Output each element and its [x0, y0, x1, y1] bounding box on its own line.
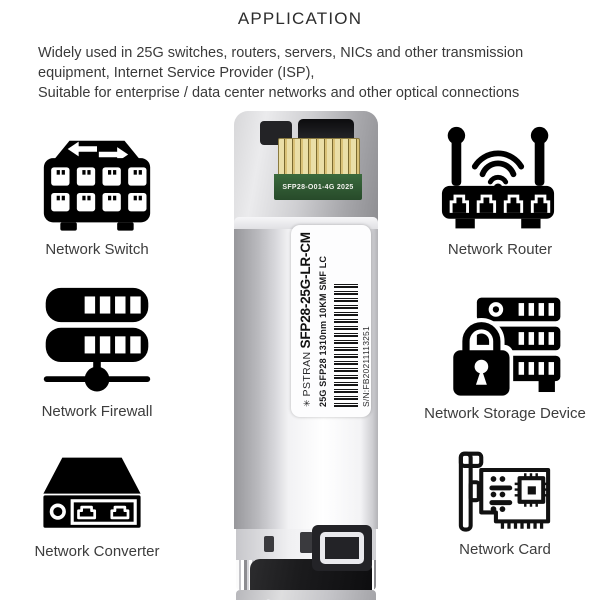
- network-router-icon: [441, 126, 555, 229]
- network-card-label: Network Card: [459, 541, 551, 558]
- transceiver-lower-housing: [236, 590, 376, 600]
- spec-line: 25G SFP28 1310nm 10KM SMF LC: [318, 255, 328, 407]
- description-line: Suitable for enterprise / data center ne…: [38, 85, 520, 101]
- sfp28-transceiver-image: SFP28-O01-4G 2025 ✳ PSTRAN SFP28-25G-LR-…: [234, 111, 378, 600]
- network-switch-icon: [43, 140, 151, 231]
- pcb-marking-text: SFP28-O01-4G 2025: [282, 183, 354, 191]
- serial-number: S/N:FB20211113251: [361, 326, 371, 407]
- network-router-label: Network Router: [447, 241, 553, 258]
- page-title: APPLICATION: [237, 9, 363, 28]
- latch-clip: [320, 532, 364, 564]
- network-converter-icon: [43, 457, 141, 528]
- barcode: [334, 281, 358, 407]
- pcb-gold-fingers: [278, 138, 360, 176]
- pcb-edge-board: SFP28-O01-4G 2025: [274, 174, 362, 200]
- description: Widely used in 25G switches, routers, se…: [38, 43, 578, 103]
- network-storage-device-icon: [449, 297, 561, 398]
- description-line: equipment, Internet Service Provider (IS…: [38, 65, 315, 81]
- network-switch-label: Network Switch: [45, 241, 149, 258]
- product-label-content: ✳ PSTRAN SFP28-25G-LR-CM 25G SFP28 1310n…: [291, 225, 371, 417]
- brand-model-line: ✳ PSTRAN SFP28-25G-LR-CM: [298, 232, 313, 407]
- network-firewall-icon: [43, 287, 151, 392]
- model-number: SFP28-25G-LR-CM: [298, 232, 313, 349]
- network-card-icon: [458, 451, 551, 532]
- network-storage-device-label: Network Storage Device: [424, 405, 586, 422]
- network-firewall-label: Network Firewall: [41, 403, 153, 420]
- brand-name: PSTRAN: [301, 351, 313, 397]
- product-label: ✳ PSTRAN SFP28-25G-LR-CM 25G SFP28 1310n…: [291, 225, 371, 417]
- brand-logo-icon: ✳: [302, 399, 312, 407]
- transceiver-top-housing: SFP28-O01-4G 2025: [234, 111, 378, 224]
- description-line: Widely used in 25G switches, routers, se…: [38, 45, 524, 61]
- network-converter-label: Network Converter: [34, 543, 160, 560]
